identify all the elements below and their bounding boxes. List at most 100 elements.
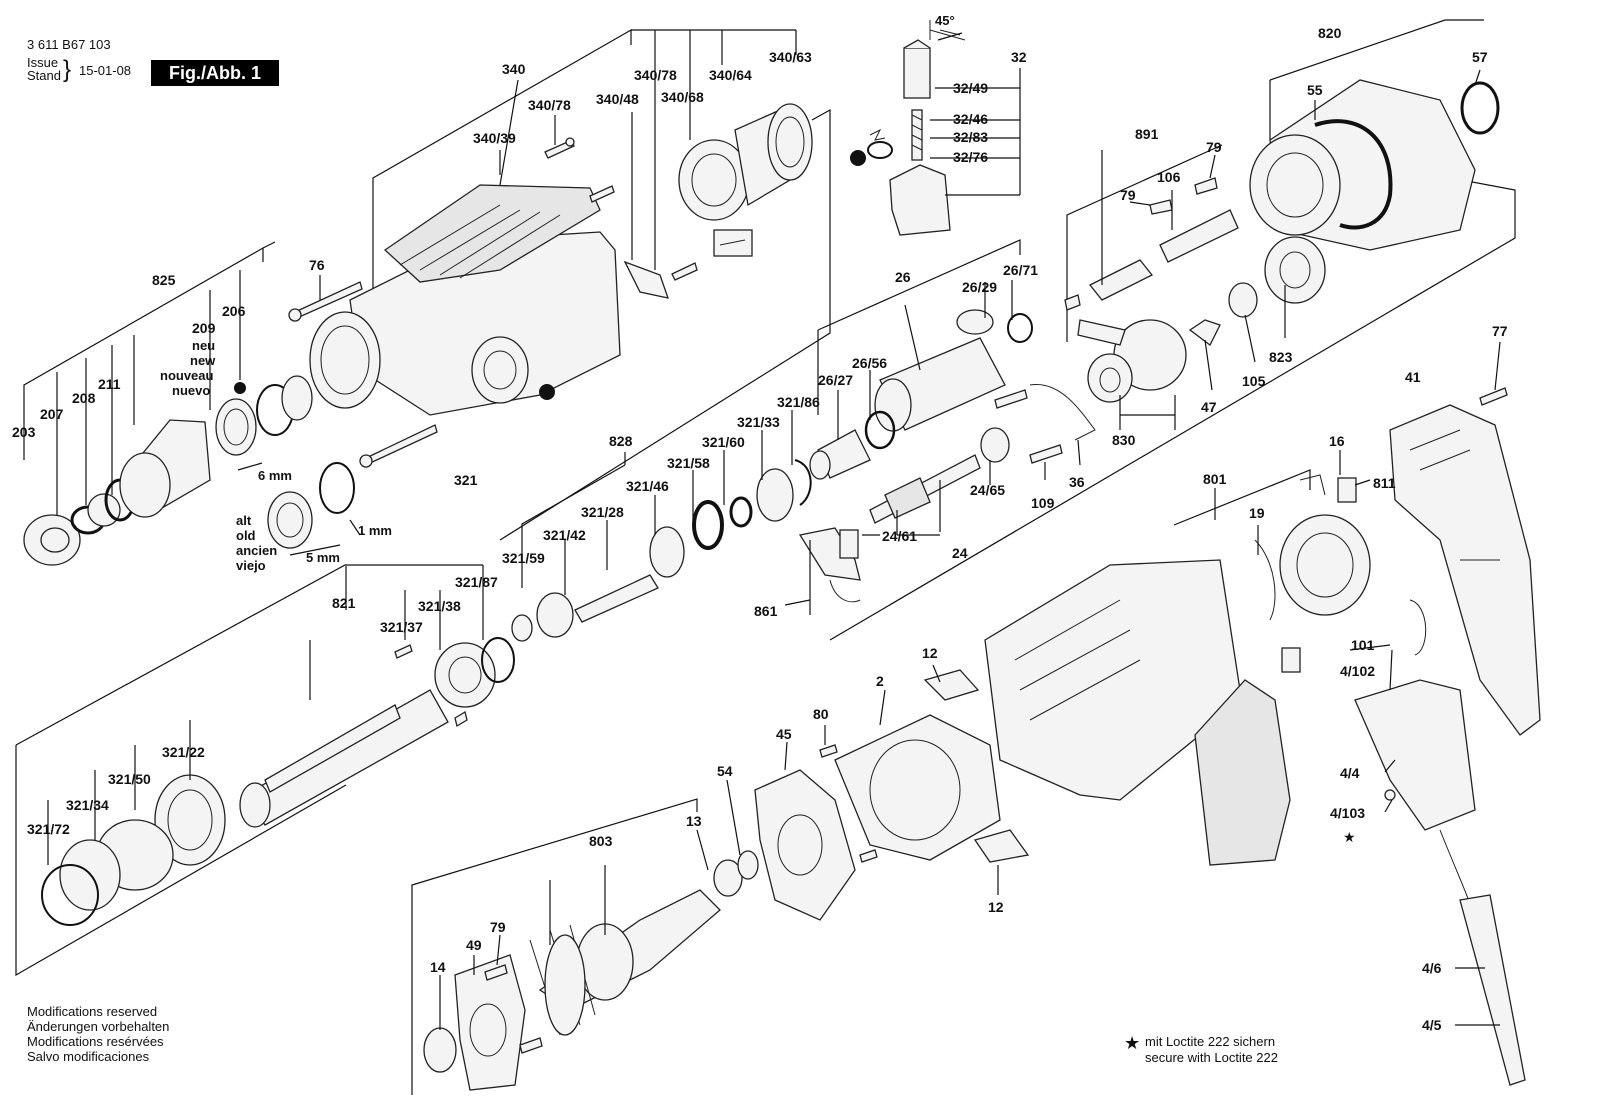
label-26-71: 26/71 xyxy=(1003,262,1038,278)
label-79-top: 79 xyxy=(1206,139,1222,155)
frame-26 xyxy=(817,239,1021,331)
label-105: 105 xyxy=(1242,373,1266,389)
brace: } xyxy=(63,56,72,83)
label-340: 340 xyxy=(502,61,526,77)
label-208: 208 xyxy=(72,390,96,406)
switch-861 xyxy=(798,527,861,603)
label-321-34: 321/34 xyxy=(66,797,109,813)
crank-830 xyxy=(1077,236,1326,403)
label-4-103: 4/103 xyxy=(1330,805,1365,821)
armature-803 xyxy=(529,850,759,1036)
label-321-46: 321/46 xyxy=(626,478,669,494)
screws-76 xyxy=(288,281,438,468)
label-825: 825 xyxy=(152,272,176,288)
label-321-37: 321/37 xyxy=(380,619,423,635)
label-101: 101 xyxy=(1351,637,1375,653)
book-icon xyxy=(713,229,753,257)
label-2: 2 xyxy=(876,673,884,689)
label-321-72: 321/72 xyxy=(27,821,70,837)
label-nuevo: nuevo xyxy=(172,383,210,398)
label-new: new xyxy=(190,353,216,368)
label-32-46: 32/46 xyxy=(953,111,988,127)
label-203: 203 xyxy=(12,424,36,440)
angle-label: 45° xyxy=(935,13,955,28)
label-340-78: 340/78 xyxy=(634,67,677,83)
label-viejo: viejo xyxy=(236,558,266,573)
label-79-bottom: 79 xyxy=(490,919,506,935)
label-old: old xyxy=(236,528,256,543)
frame-828 xyxy=(521,464,626,588)
label-321-60: 321/60 xyxy=(702,434,745,450)
label-36: 36 xyxy=(1069,474,1085,490)
label-321-38: 321/38 xyxy=(418,598,461,614)
label-32-49: 32/49 xyxy=(953,80,988,96)
frame-803 xyxy=(411,798,698,1095)
dim-5mm: 5 mm xyxy=(306,550,340,565)
label-24: 24 xyxy=(952,545,968,561)
frame-821 xyxy=(15,745,347,977)
label-106: 106 xyxy=(1157,169,1181,185)
label-321-42: 321/42 xyxy=(543,527,586,543)
switch-4-4 xyxy=(1354,679,1526,1086)
label-340-68: 340/68 xyxy=(661,89,704,105)
label-4-102: 4/102 xyxy=(1340,663,1375,679)
selector-32 xyxy=(539,20,966,400)
label-321-58: 321/58 xyxy=(667,455,710,471)
label-16: 16 xyxy=(1329,433,1345,449)
label-32-76: 32/76 xyxy=(953,149,988,165)
label-19: 19 xyxy=(1249,505,1265,521)
modification-note-en: Modifications reserved xyxy=(27,1004,158,1019)
frame-801 xyxy=(1173,469,1311,526)
handle-41 xyxy=(1389,387,1541,736)
frame-340-right xyxy=(499,108,831,541)
dim-1mm: 1 mm xyxy=(358,523,392,538)
stand-label: Stand xyxy=(27,68,61,83)
motor-housing-801 xyxy=(984,474,1427,866)
intermediate-shaft-24 xyxy=(869,389,1063,524)
label-54: 54 xyxy=(717,763,733,779)
grease-dot-icon xyxy=(234,382,246,394)
baffle-49 xyxy=(423,954,543,1091)
label-321-87: 321/87 xyxy=(455,574,498,590)
label-206: 206 xyxy=(222,303,246,319)
label-321-22: 321/22 xyxy=(162,744,205,760)
frame-825 xyxy=(23,246,264,460)
label-alt: alt xyxy=(236,513,252,528)
label-4-5: 4/5 xyxy=(1422,1017,1442,1033)
label-321-33: 321/33 xyxy=(737,414,780,430)
label-861: 861 xyxy=(754,603,778,619)
label-49: 49 xyxy=(466,937,482,953)
x-circle-icon xyxy=(850,150,866,166)
leader-lines xyxy=(47,30,1501,1030)
label-41: 41 xyxy=(1405,369,1421,385)
label-321-50: 321/50 xyxy=(108,771,151,787)
label-26-56: 26/56 xyxy=(852,355,887,371)
label-47: 47 xyxy=(1201,399,1217,415)
label-340-64: 340/64 xyxy=(709,67,752,83)
gear-housing-340 xyxy=(309,184,621,416)
label-57: 57 xyxy=(1472,49,1488,65)
label-340-78-top: 340/78 xyxy=(528,97,571,113)
label-823: 823 xyxy=(1269,349,1293,365)
screws-340-78 xyxy=(544,137,753,299)
label-801: 801 xyxy=(1203,471,1227,487)
label-80: 80 xyxy=(813,706,829,722)
label-4-6: 4/6 xyxy=(1422,960,1442,976)
label-neu: neu xyxy=(192,338,215,353)
intermediate-flange-820 xyxy=(1249,79,1500,251)
label-12-top: 12 xyxy=(922,645,938,661)
label-26: 26 xyxy=(895,269,911,285)
label-828: 828 xyxy=(609,433,633,449)
label-26-27: 26/27 xyxy=(818,372,853,388)
star-icon: ★ xyxy=(1124,1033,1141,1053)
label-891: 891 xyxy=(1135,126,1159,142)
label-109: 109 xyxy=(1031,495,1055,511)
part-number: 3 611 B67 103 xyxy=(27,37,111,52)
label-340-48: 340/48 xyxy=(596,91,639,107)
issue-date: 15-01-08 xyxy=(79,63,132,78)
label-77: 77 xyxy=(1492,323,1508,339)
modification-note-fr: Modifications resérvées xyxy=(27,1034,164,1049)
parts-891 xyxy=(1064,177,1239,311)
